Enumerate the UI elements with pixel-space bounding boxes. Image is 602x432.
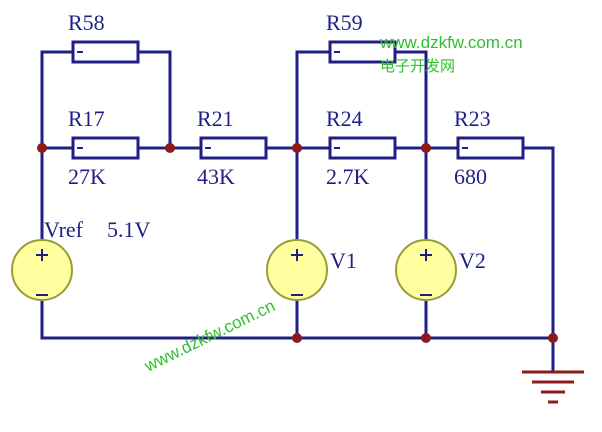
junction-dot	[548, 333, 558, 343]
resistor-r17	[71, 136, 140, 160]
v1-name: V1	[330, 248, 357, 273]
r21-name: R21	[197, 106, 234, 131]
vref-value: 5.1V	[107, 217, 151, 242]
vref-name: Vref	[44, 217, 84, 242]
junction-dot	[37, 143, 47, 153]
watermark-url-diagonal: www.dzkfw.com.cn	[141, 296, 278, 376]
r58-name: R58	[68, 10, 105, 35]
source-v2	[395, 239, 457, 301]
junction-dot	[165, 143, 175, 153]
resistor-r59	[328, 40, 397, 64]
resistor-r23	[456, 136, 525, 160]
watermark-url-top: www.dzkfw.com.cn	[379, 33, 523, 52]
junction-dot	[421, 333, 431, 343]
watermark-cn-top: 电子开发网	[380, 57, 455, 75]
r17-name: R17	[68, 106, 105, 131]
source-v1	[266, 239, 328, 301]
junction-dot	[292, 333, 302, 343]
wires	[40, 50, 555, 374]
junction-dot	[292, 143, 302, 153]
source-vref	[11, 239, 73, 301]
r59-name: R59	[326, 10, 363, 35]
r23-name: R23	[454, 106, 491, 131]
r24-name: R24	[326, 106, 363, 131]
ground-icon	[522, 370, 584, 404]
r21-value: 43K	[197, 164, 235, 189]
r23-value: 680	[454, 164, 487, 189]
resistor-r21	[199, 136, 268, 160]
v2-name: V2	[459, 248, 486, 273]
r17-value: 27K	[68, 164, 106, 189]
r24-value: 2.7K	[326, 164, 370, 189]
resistor-r24	[328, 136, 397, 160]
junction-dot	[421, 143, 431, 153]
resistor-r58	[71, 40, 140, 64]
junctions	[37, 143, 558, 343]
